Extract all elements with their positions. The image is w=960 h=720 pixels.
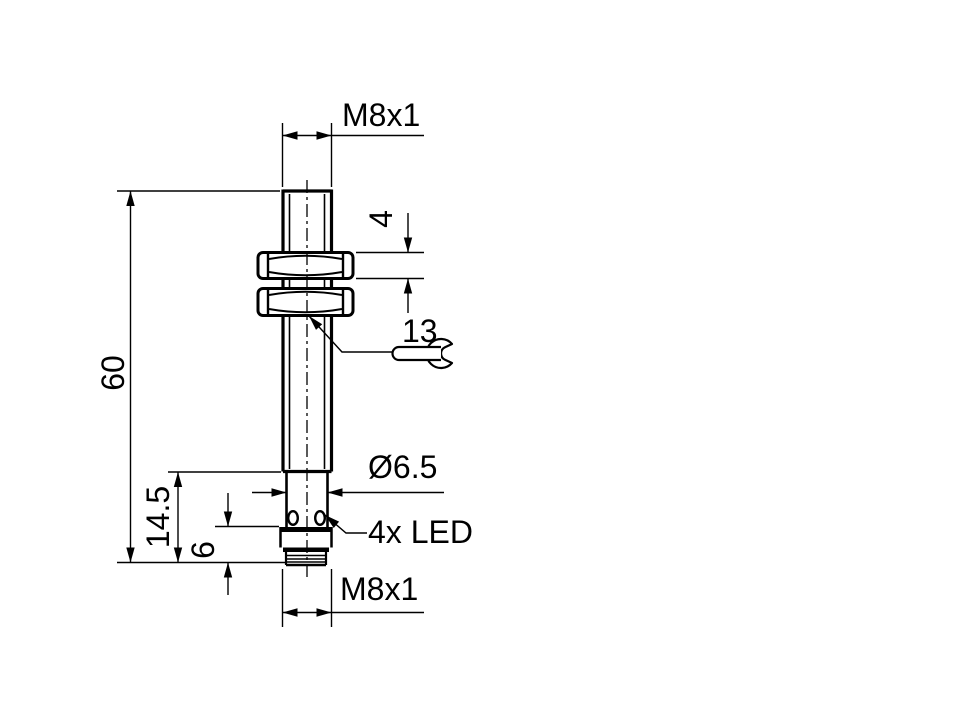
leader-led: 4x LED xyxy=(324,514,473,550)
dim-thread-top: M8x1 xyxy=(281,97,424,187)
wrench-icon xyxy=(391,337,454,370)
label-thread-top: M8x1 xyxy=(342,97,420,133)
label-overall-length: 60 xyxy=(95,355,131,391)
label-thread-bottom: M8x1 xyxy=(340,571,418,607)
leader-wrench: 13 xyxy=(308,313,454,370)
hex-nut-upper xyxy=(256,251,355,280)
connector-housing xyxy=(279,527,333,553)
dim-nut-height: 4 xyxy=(356,210,424,313)
dim-connector-length: 6 xyxy=(185,493,279,595)
led-indicator-right xyxy=(314,510,327,527)
label-tip-diameter: Ø6.5 xyxy=(368,449,437,485)
label-wrench-size: 13 xyxy=(402,313,438,349)
label-lower-section-length: 14.5 xyxy=(140,486,176,548)
dim-lower-section: 14.5 xyxy=(140,471,281,563)
connector-thread xyxy=(284,552,328,567)
dim-thread-bottom: M8x1 xyxy=(281,569,424,627)
label-led-note: 4x LED xyxy=(368,514,473,550)
dim-overall-length: 60 xyxy=(95,190,286,564)
hex-nut-lower xyxy=(256,287,355,317)
label-connector-length: 6 xyxy=(185,541,221,559)
label-nut-height: 4 xyxy=(363,210,399,228)
dim-tip-diameter: Ø6.5 xyxy=(252,449,444,497)
led-indicator-left xyxy=(287,510,300,527)
led-indicators xyxy=(287,510,327,527)
